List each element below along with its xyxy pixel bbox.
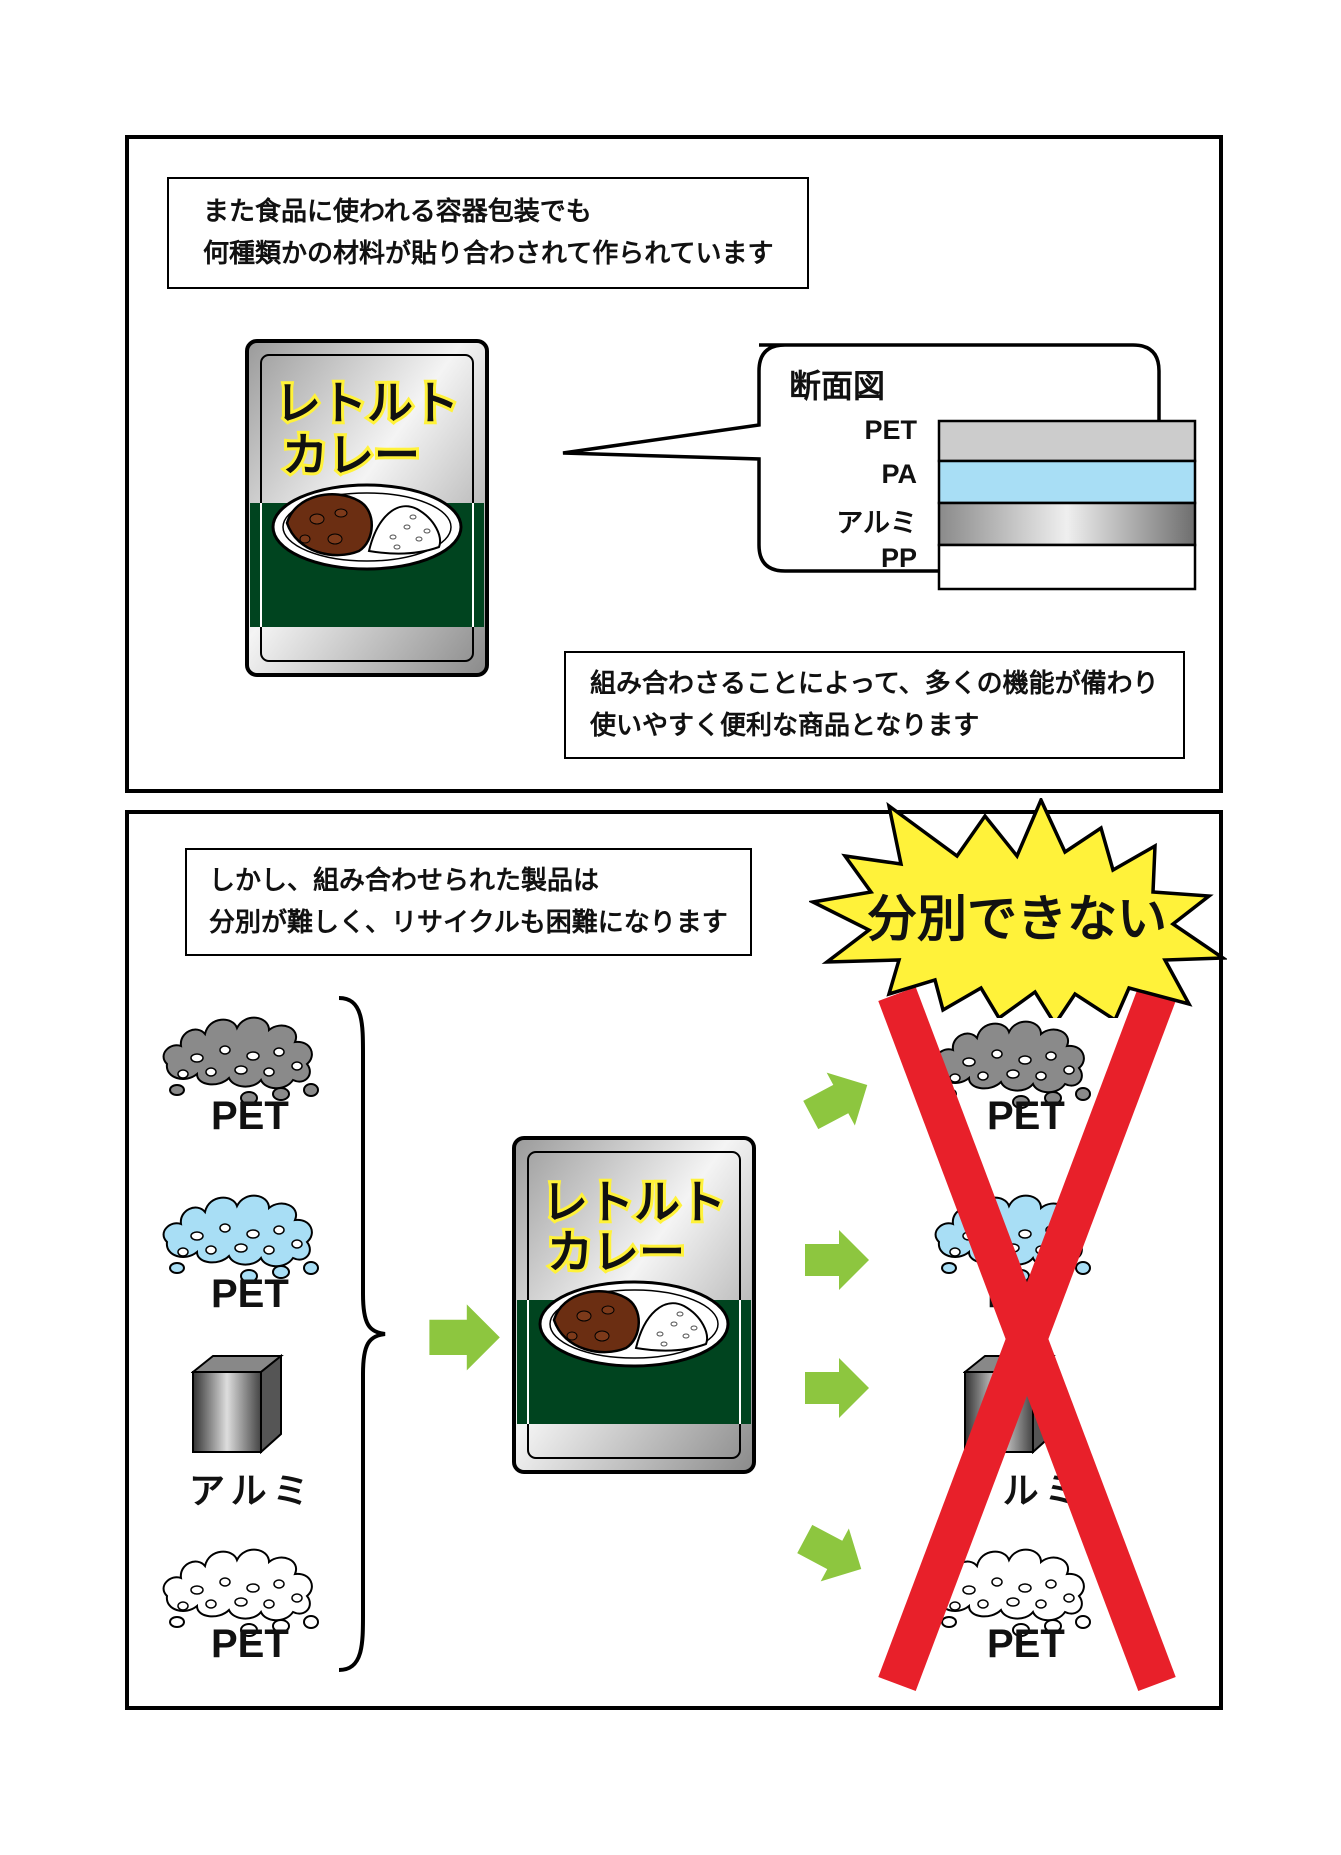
panel-1: また食品に使われる容器包装でも 何種類かの材料が貼り合わされて作られています レ… [125, 135, 1223, 793]
layer-aluminum [937, 501, 1197, 547]
curry-pouch-illustration: レトルト カレー [512, 1136, 756, 1474]
brace [338, 996, 386, 1672]
caption-line: 組み合わさることによって、多くの機能が備わり [590, 669, 1159, 699]
pouch-label: レトルト [542, 1175, 726, 1229]
caption-line: 分別が難しく、リサイクルも困難になります [209, 908, 728, 938]
arrow-icon [429, 1304, 500, 1371]
panel-2: しかし、組み合わせられた製品は 分別が難しく、リサイクルも困難になります PET… [125, 798, 1227, 1710]
layer-stack [937, 419, 1197, 591]
metal-cube-icon [192, 1355, 282, 1453]
caption-line: 使いやすく便利な商品となります [590, 711, 980, 741]
curry-pouch-illustration: レトルト カレー [245, 339, 489, 677]
material-label-pet: PET [211, 1622, 289, 1666]
pouch-label: カレー [282, 428, 420, 482]
intro-caption: また食品に使われる容器包装でも 何種類かの材料が貼り合わされて作られています [167, 177, 810, 289]
pouch-label: カレー [547, 1225, 685, 1279]
benefit-caption: 組み合わさることによって、多くの機能が備わり 使いやすく便利な商品となります [564, 651, 1185, 759]
layer-label-aluminum: アルミ [836, 508, 917, 538]
material-label-pet: PET [211, 1094, 289, 1138]
cross-mark-icon [878, 986, 1176, 1692]
caption-line: 何種類かの材料が貼り合わされて作られています [203, 239, 774, 269]
burst-text: 分別できない [867, 890, 1167, 948]
problem-caption: しかし、組み合わせられた製品は 分別が難しく、リサイクルも困難になります [185, 848, 752, 956]
layer-pp [937, 543, 1197, 591]
layer-label-pa: PA [881, 459, 917, 489]
cross-section-title: 断面図 [789, 368, 886, 404]
material-label-pet: PET [211, 1272, 289, 1316]
layer-pa [937, 459, 1197, 505]
starburst: 分別できない [809, 798, 1227, 1018]
material-label-pet: PET [987, 1622, 1065, 1666]
layer-label-pet: PET [864, 415, 917, 445]
material-label-aluminum: アルミ [189, 1470, 315, 1511]
caption-line: しかし、組み合わせられた製品は [209, 866, 600, 896]
caption-line: また食品に使われる容器包装でも [203, 197, 592, 227]
material-label-pet: PET [987, 1094, 1065, 1138]
layer-label-pp: PP [880, 543, 917, 573]
pouch-label: レトルト [275, 376, 459, 430]
layer-pet [937, 419, 1197, 463]
